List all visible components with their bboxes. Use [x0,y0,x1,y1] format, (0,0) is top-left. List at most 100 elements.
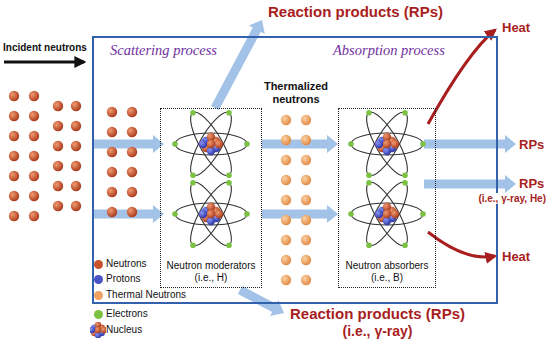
neutron-dot [127,147,137,157]
text-slot: Thermal Neutrons [106,289,186,301]
neutron-dot [9,131,19,141]
neutron-dot [71,161,81,171]
electron-orbit [359,107,414,180]
neutron-dot [9,211,19,221]
electron-dot [366,180,372,186]
thermal-neutron-dot [281,195,291,205]
neutron-dot [29,131,39,141]
electron-orbit [351,203,423,225]
electron-orbit [183,107,238,180]
reaction-products-label: Reaction products (RPs) [290,305,465,322]
nucleon [199,140,207,148]
electron-dot [226,242,232,248]
reaction-products-label: Reaction products (RPs) [268,3,443,20]
electron-dot [402,242,408,248]
text-slot: (i.e., γ-ray) [343,323,413,339]
process-heading: Absorption process [333,42,445,59]
neutron-dot [9,191,19,201]
electron-orbit [183,107,238,180]
caption-text: Neutron moderators (i.e., H) [161,260,261,284]
nucleon [391,210,399,218]
thermal-neutron-dot [301,235,311,245]
neutron-dot [107,207,117,217]
nucleon [207,140,215,148]
flow-connector [262,135,338,153]
nucleon [215,210,223,218]
electron-dot [190,172,196,178]
thermal-neutron-dot [301,155,311,165]
electron-orbit [359,107,414,180]
thermal-neutron-dot [281,155,291,165]
nucleon [207,210,215,218]
legend-swatch [94,291,103,300]
electron-dot [366,172,372,178]
thermal-neutron-dot [281,215,291,225]
text-slot: Scattering process [110,42,217,59]
incident-label: Incident neutrons [3,42,87,53]
text-slot: (i.e., γ-ray, He) [477,193,547,204]
caption-text: Neutron absorbers (i.e., B) [339,260,435,284]
moderator-box: Neutron moderators (i.e., H) [160,108,262,288]
nucleus-icon [90,322,106,338]
thermal-neutron-dot [281,275,291,285]
legend-text: Electrons [106,308,148,320]
nucleon [215,140,223,148]
atom-symbol [348,107,426,180]
text-slot: Neutrons [106,258,147,270]
nucleon [101,327,106,333]
heat-label: Heat [502,249,530,264]
neutron-dot [53,201,63,211]
text-slot: RPs [519,137,544,152]
flow-arrow [238,286,284,316]
process-heading: Scattering process [110,42,217,59]
neutron-dot [53,101,63,111]
neutron-dot [9,171,19,181]
neutron-dot [127,107,137,117]
text-slot: Heat [502,249,530,264]
neutron-dot [53,181,63,191]
text-slot: Reaction products (RPs) [290,305,465,322]
electron-dot [420,211,426,217]
heat-label: Heat [502,20,530,35]
legend-text: Protons [106,273,140,285]
thermal-neutron-dot [301,115,311,125]
thermal-neutron-dot [281,135,291,145]
rps-label: RPs [519,176,544,191]
neutron-dot [107,187,117,197]
neutron-dot [71,201,81,211]
electron-dot [244,211,250,217]
neutron-dot [29,171,39,181]
electron-orbit [359,177,414,250]
thermal-neutron-dot [281,175,291,185]
neutron-dot [71,181,81,191]
text-slot: Reaction products (RPs) [268,3,443,20]
process-region: Scattering process Absorption processTher… [92,36,498,304]
neutron-dot [71,121,81,131]
text-slot: Protons [106,273,140,285]
thermal-neutron-dot [281,235,291,245]
neutron-dot [53,121,63,131]
rps-note: (i.e., γ-ray, He) [477,193,547,204]
electron-dot [226,172,232,178]
electron-dot [172,141,178,147]
electron-orbit [359,177,414,250]
thermal-neutron-dot [301,275,311,285]
electron-dot [402,110,408,116]
thermal-neutron-dot [301,175,311,185]
electron-dot [244,141,250,147]
text-slot: Incident neutrons [3,42,87,53]
rps-label: RPs [519,137,544,152]
nucleon [90,327,95,333]
text-slot: Thermalized neutrons [260,80,332,106]
thermal-neutron-dot [301,255,311,265]
electron-orbit [183,177,238,250]
neutron-dot [127,167,137,177]
reaction-products-note: (i.e., γ-ray) [343,323,413,339]
nucleon [95,327,101,333]
thermal-neutron-dot [301,215,311,225]
electron-dot [226,180,232,186]
electron-dot [366,242,372,248]
flow-arrow [92,205,164,223]
text-slot: RPs [519,176,544,191]
neutron-dot [29,191,39,201]
